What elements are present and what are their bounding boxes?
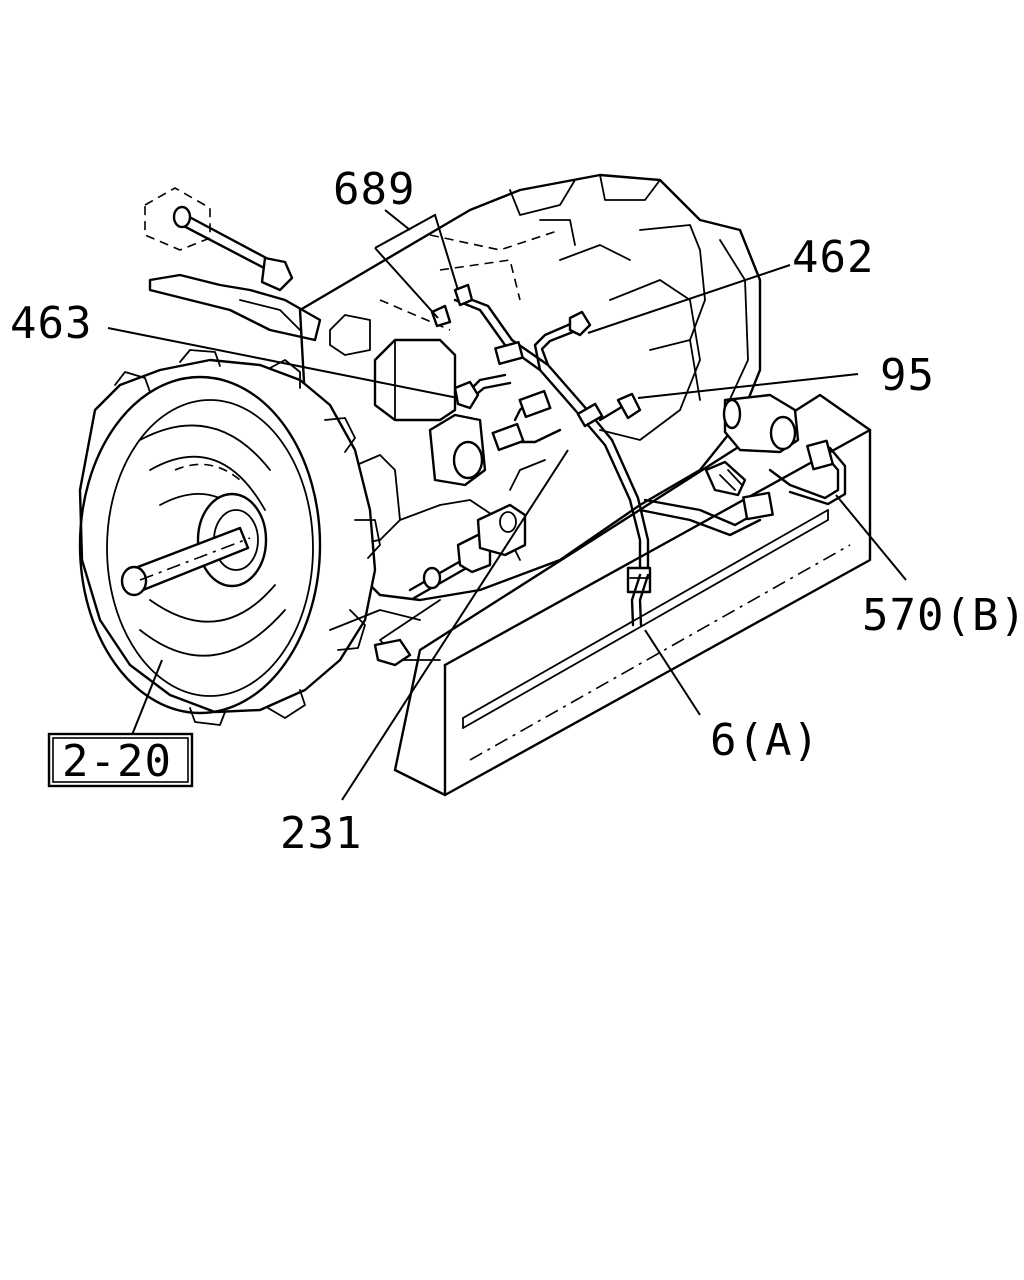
linkage-rod [408,503,527,600]
callout-689: 689 [333,164,415,215]
speed-sensor [704,393,847,506]
reference-box-label: 2-20 [62,736,172,787]
shift-lever-assembly [144,187,322,342]
callout-463: 463 [10,298,92,349]
callout-95: 95 [880,350,935,401]
callout-6a: 6(A) [710,715,820,766]
wiring-harness [430,283,774,627]
transmission-body [298,173,762,661]
callout-labels: 689 462 463 95 570(B) 6(A) 231 [10,164,1024,859]
leader-lines [107,209,907,801]
callout-570b: 570(B) [862,590,1024,641]
bell-housing [78,349,421,726]
callout-462: 462 [792,232,874,283]
reference-box[interactable]: 2-20 [47,732,194,788]
callout-231: 231 [280,808,362,859]
